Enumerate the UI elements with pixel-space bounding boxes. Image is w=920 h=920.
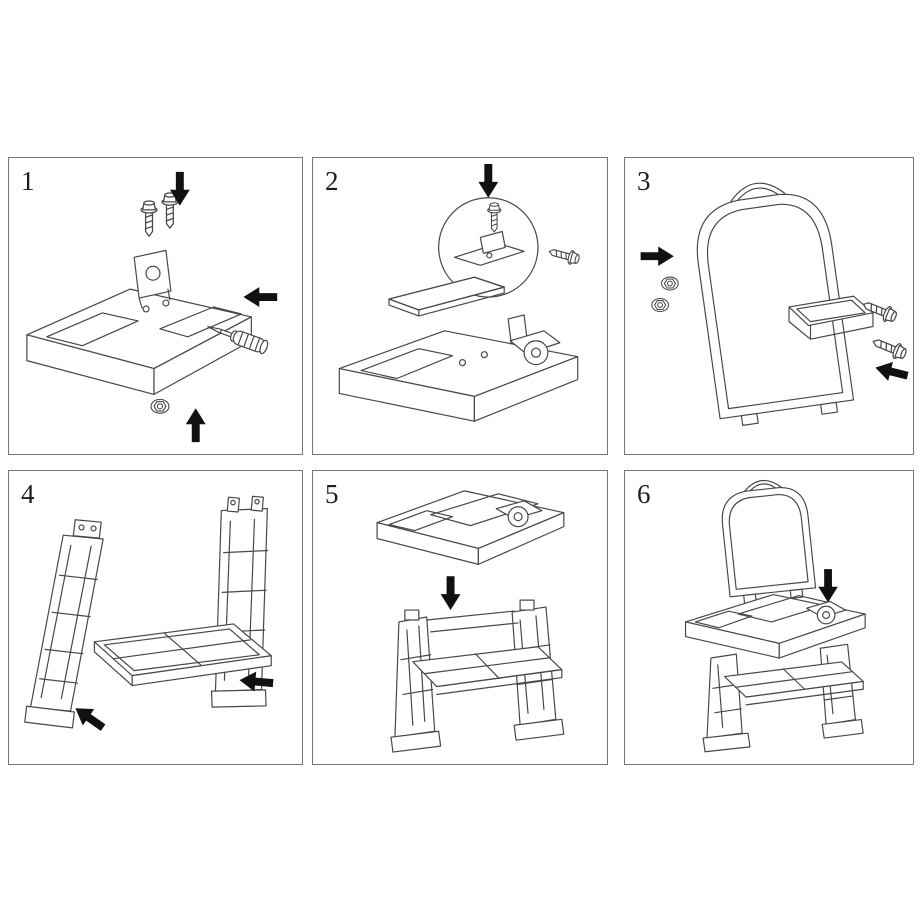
arrow-right-icon — [640, 246, 674, 266]
tray — [788, 295, 874, 340]
arrow-left-icon — [873, 358, 910, 386]
bench-top-base — [26, 288, 252, 395]
bench-top-assembly — [376, 490, 565, 565]
step-2-panel: 2 — [312, 157, 608, 455]
step-number: 6 — [637, 479, 651, 509]
step-4-panel: 4 — [8, 470, 303, 765]
magnified-detail — [438, 197, 539, 298]
bolt-icon — [546, 244, 582, 267]
shelf-frame — [93, 623, 272, 687]
bolt-icon — [869, 333, 909, 363]
pegboard-back-panel — [696, 182, 855, 426]
handle — [743, 479, 783, 492]
step-number: 1 — [21, 166, 35, 196]
step-6-panel: 6 — [624, 470, 914, 765]
arrow-down-icon — [478, 163, 499, 198]
leg-stand-assembly — [390, 599, 565, 753]
pegboard-plate — [388, 276, 505, 317]
step-3-panel: 3 — [624, 157, 914, 455]
bench-assembly — [684, 593, 866, 753]
step-number: 5 — [325, 479, 339, 509]
step-4-illustration — [24, 495, 274, 736]
flange-nut-icon — [150, 398, 170, 414]
arrow-up-icon — [185, 408, 206, 443]
step-6-illustration — [684, 479, 866, 753]
flange-nut-icon — [651, 298, 670, 313]
arrow-left-icon — [243, 287, 278, 307]
handle — [730, 182, 786, 202]
step-3-illustration — [640, 182, 910, 426]
saw-bracket — [133, 249, 172, 309]
arrow-down-icon — [440, 576, 461, 611]
step-1-panel: 1 — [8, 157, 303, 455]
screw-icon — [140, 200, 158, 237]
step-1-illustration — [26, 171, 278, 443]
flange-nut-icon — [661, 276, 679, 291]
arrow-down-icon — [818, 569, 838, 603]
arrow-up-left-icon — [69, 700, 109, 736]
left-leg-frame — [24, 519, 104, 729]
step-number: 4 — [21, 479, 35, 509]
step-5-illustration — [376, 490, 565, 753]
step-2-illustration — [338, 163, 582, 422]
step-5-panel: 5 — [312, 470, 608, 765]
step-number: 3 — [637, 166, 651, 196]
pegboard-back-panel — [721, 479, 817, 604]
step-number: 2 — [325, 166, 339, 196]
saw-unit — [507, 314, 561, 366]
